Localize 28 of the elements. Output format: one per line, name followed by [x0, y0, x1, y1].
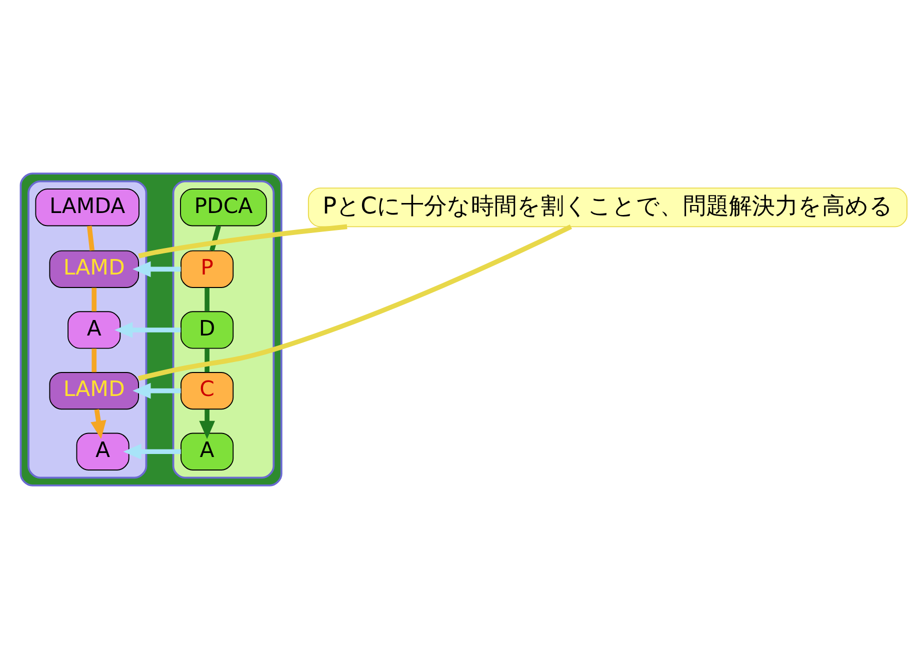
node-box: A — [68, 310, 121, 348]
node-box: D — [180, 310, 234, 348]
node-box: PとCに十分な時間を割くことで、問題解決力を高める — [308, 187, 908, 227]
connector — [86, 225, 94, 250]
connector — [92, 287, 97, 311]
node-box: P — [180, 250, 234, 288]
arrow — [199, 408, 215, 439]
cluster — [20, 172, 282, 486]
node-box: A — [180, 432, 234, 470]
arrow — [123, 443, 181, 460]
connector — [210, 224, 221, 251]
node-box: LAMD — [49, 250, 139, 288]
cluster — [28, 180, 148, 478]
node-box: C — [180, 371, 234, 410]
arrow — [114, 322, 181, 338]
cluster — [172, 180, 275, 478]
connector — [138, 224, 572, 380]
connector — [92, 348, 97, 372]
arrow — [132, 260, 181, 277]
connector — [138, 224, 348, 258]
node-box: A — [76, 432, 130, 470]
node-box: LAMD — [49, 371, 139, 410]
node-box: LAMDA — [35, 188, 140, 226]
connector — [204, 287, 210, 311]
arrow — [90, 408, 106, 438]
node-box: PDCA — [180, 188, 267, 226]
arrow — [132, 382, 181, 398]
connector — [204, 348, 210, 372]
